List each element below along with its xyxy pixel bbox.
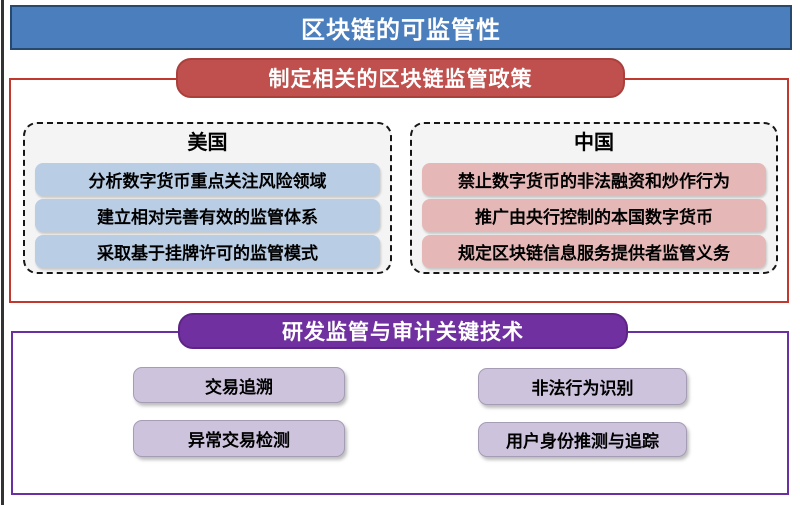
china-policy-item-3: 规定区块链信息服务提供者监管义务: [422, 235, 766, 268]
china-group-title: 中国: [574, 132, 614, 154]
usa-group-box: 美国 分析数字货币重点关注风险领域 建立相对完善有效的监管体系 采取基于挂牌许可…: [23, 122, 392, 274]
usa-policy-item-1: 分析数字货币重点关注风险领域: [35, 163, 380, 196]
tech-section-frame: [11, 331, 789, 495]
diagram-title: 区块链的可监管性: [301, 17, 501, 44]
diagram-title-bar: 区块链的可监管性: [10, 5, 792, 50]
page-left-edge-line: [1, 0, 4, 505]
policy-section-header: 制定相关的区块链监管政策: [176, 58, 625, 98]
tech-section-header: 研发监管与审计关键技术: [178, 313, 628, 349]
china-policy-item-2: 推广由央行控制的本国数字货币: [422, 199, 766, 232]
usa-group-title: 美国: [187, 132, 228, 154]
china-group-box: 中国 禁止数字货币的非法融资和炒作行为 推广由央行控制的本国数字货币 规定区块链…: [410, 122, 778, 274]
tech-item-illegal-behavior-identification: 非法行为识别: [478, 368, 687, 405]
usa-policy-item-2: 建立相对完善有效的监管体系: [35, 199, 380, 232]
tech-item-abnormal-transaction-detection: 异常交易检测: [133, 420, 345, 457]
tech-item-user-identity-inference-tracking: 用户身份推测与追踪: [478, 422, 687, 457]
policy-section-header-label: 制定相关的区块链监管政策: [268, 68, 533, 91]
china-policy-item-1: 禁止数字货币的非法融资和炒作行为: [422, 163, 766, 196]
usa-policy-item-3: 采取基于挂牌许可的监管模式: [35, 235, 380, 268]
tech-section-header-label: 研发监管与审计关键技术: [282, 321, 524, 344]
tech-item-transaction-tracing: 交易追溯: [133, 367, 345, 403]
